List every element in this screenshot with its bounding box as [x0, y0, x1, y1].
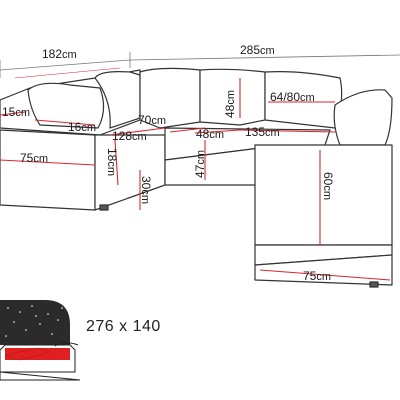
- dim-leg-height: 30cm: [139, 176, 153, 205]
- bed-size-label: 276 x 140: [86, 318, 161, 335]
- dim-overall-left-depth: 182cm: [42, 47, 77, 61]
- dim-right-section-width: 135cm: [245, 125, 280, 139]
- dim-cushion-height: 48cm: [223, 89, 237, 118]
- dim-chaise-height: 60cm: [321, 172, 335, 201]
- red-dimension-lines: [0, 67, 391, 281]
- dim-seat-height: 18cm: [105, 148, 119, 177]
- dim-seat-width-left: 128cm: [112, 129, 147, 143]
- dim-cushion-size: 64/80cm: [270, 90, 315, 104]
- dim-armrest-width: 15cm: [2, 105, 31, 119]
- dim-corner-seat-width: 48cm: [196, 127, 225, 141]
- dim-chaise-width: 75cm: [303, 269, 332, 283]
- dim-overall-width: 285cm: [240, 43, 275, 57]
- dim-corner-seat: 70cm: [138, 113, 167, 127]
- sleeping-function-icon: [0, 300, 81, 381]
- dim-backrest-depth: 16cm: [68, 120, 97, 134]
- sofa-outline: [0, 67, 393, 288]
- dim-seat-depth-left: 75cm: [20, 151, 49, 165]
- overall-dimension-lines: [0, 52, 400, 78]
- dim-seat-depth-total: 47cm: [193, 149, 207, 178]
